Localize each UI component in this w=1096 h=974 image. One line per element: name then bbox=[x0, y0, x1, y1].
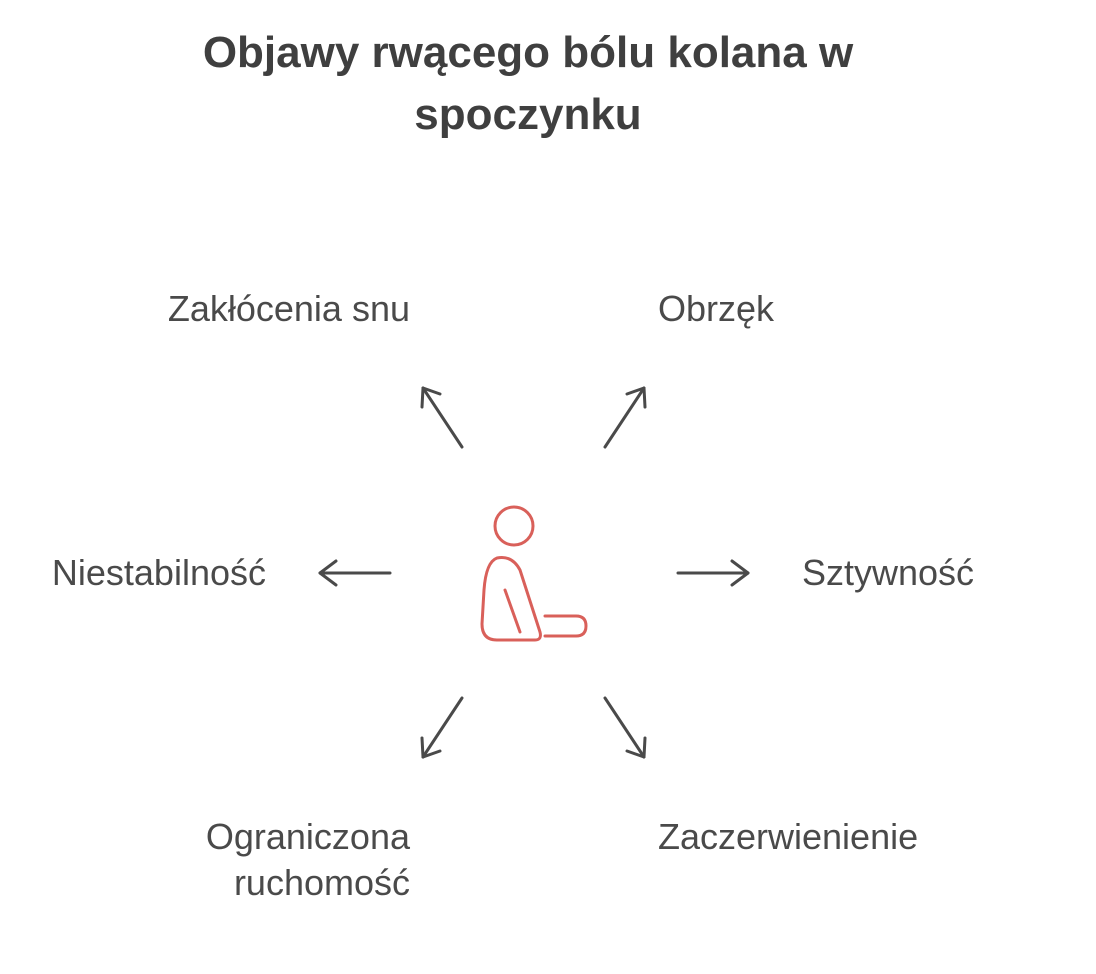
symptom-instability: Niestabilność bbox=[51, 552, 266, 593]
arrow-down-right-icon bbox=[603, 696, 647, 759]
arrow-left-icon bbox=[318, 559, 392, 587]
symptom-redness: Zaczerwienienie bbox=[658, 816, 919, 857]
arrow-right-icon bbox=[676, 559, 750, 587]
symptom-limited-mobility: Ograniczona ruchomość bbox=[205, 816, 410, 903]
person-sitting-icon bbox=[480, 505, 588, 642]
arrow-up-right-icon bbox=[603, 386, 647, 449]
symptom-stiffness: Sztywność bbox=[802, 552, 975, 593]
arrow-up-left-icon bbox=[420, 386, 464, 449]
arrow-down-left-icon bbox=[420, 696, 464, 759]
symptom-swelling: Obrzęk bbox=[658, 288, 775, 329]
diagram-title: Objawy rwącego bólu kolana w spoczynku bbox=[202, 28, 854, 139]
symptom-sleep-disturbance: Zakłócenia snu bbox=[167, 288, 410, 329]
